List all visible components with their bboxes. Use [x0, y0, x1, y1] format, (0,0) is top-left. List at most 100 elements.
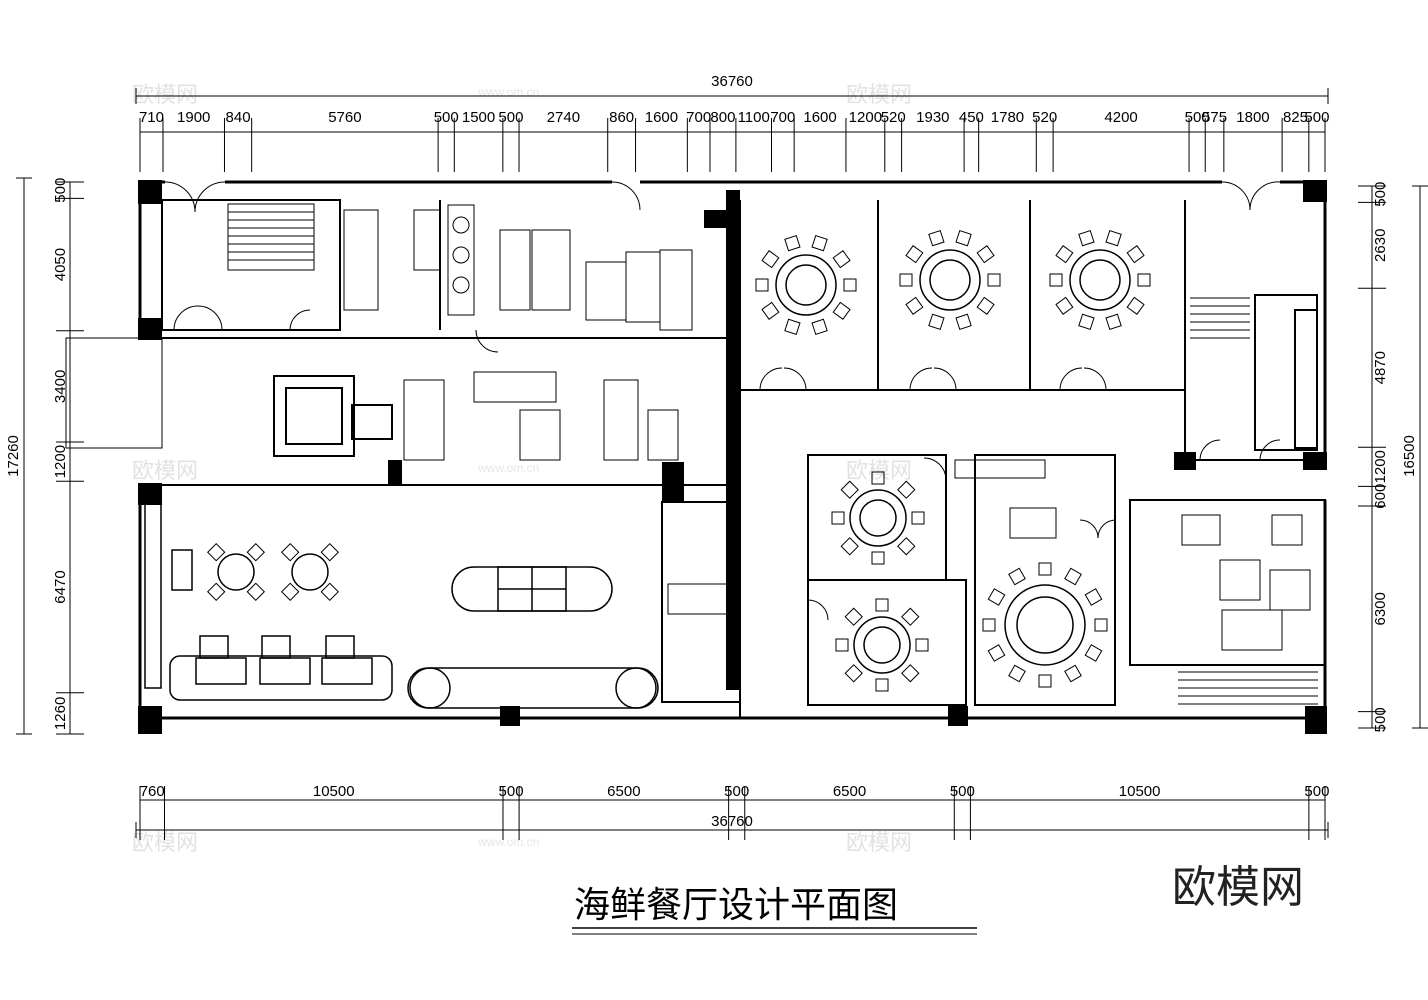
- dimension-segment-label: 500: [1304, 783, 1329, 800]
- chair: [1055, 245, 1074, 264]
- chair: [1094, 618, 1108, 632]
- chair: [843, 278, 857, 292]
- chair: [1126, 296, 1145, 315]
- chair: [976, 245, 995, 264]
- dimension-segment-label: 5760: [328, 109, 361, 126]
- chair: [1008, 567, 1026, 586]
- chair: [911, 511, 925, 525]
- chair: [1038, 562, 1052, 576]
- watermark-url: www.om.cn: [477, 461, 539, 475]
- chairs: [207, 229, 1151, 692]
- dimension-segment-label: 1260: [52, 697, 69, 730]
- dimension-segment-label: 1900: [177, 109, 210, 126]
- chair: [784, 234, 801, 252]
- dimension-segment-label: 520: [1032, 109, 1057, 126]
- chair: [1105, 313, 1122, 331]
- dimension-total-label: 16500: [1401, 435, 1418, 477]
- dimension-segment-label: 500: [434, 109, 459, 126]
- dimension-segment-label: 1600: [803, 109, 836, 126]
- dimension-segment-label: 6500: [607, 783, 640, 800]
- dimension-segment-label: 710: [139, 109, 164, 126]
- dimension-segment-label: 500: [499, 783, 524, 800]
- chair: [1137, 273, 1151, 287]
- dimension-segment-label: 4870: [1372, 351, 1389, 384]
- dimension-segment-label: 600: [1372, 484, 1389, 509]
- chair: [761, 250, 780, 269]
- dimension-segment-label: 2740: [547, 109, 580, 126]
- dimension-segment-label: 700: [770, 109, 795, 126]
- dimension-total-label: 17260: [5, 435, 22, 477]
- chair: [955, 229, 972, 247]
- chair: [897, 537, 916, 556]
- chair: [1084, 588, 1103, 606]
- chair: [1064, 664, 1082, 683]
- dimension-segment-label: 500: [1372, 182, 1389, 207]
- chair: [875, 678, 889, 692]
- chair: [1078, 313, 1095, 331]
- chair: [832, 250, 851, 269]
- chair: [1038, 674, 1052, 688]
- chair: [1055, 296, 1074, 315]
- chair: [955, 313, 972, 331]
- chair: [840, 537, 859, 556]
- chair: [987, 588, 1006, 606]
- chair: [915, 638, 929, 652]
- chair: [1064, 567, 1082, 586]
- chair: [835, 638, 849, 652]
- dimension-segment-label: 500: [498, 109, 523, 126]
- watermark-url: www.om.cn: [477, 85, 539, 99]
- round-tables: [217, 249, 1131, 674]
- dimension-lines: [16, 88, 1428, 840]
- dimension-total-label: 36760: [711, 73, 753, 90]
- chair: [207, 543, 226, 562]
- dimension-segment-label: 1200: [1372, 450, 1389, 483]
- dimension-segment-label: 1930: [916, 109, 949, 126]
- dimension-segment-label: 3400: [52, 370, 69, 403]
- chair: [844, 607, 863, 626]
- watermark-logo: 欧模网: [1172, 862, 1304, 913]
- dimension-segment-label: 520: [881, 109, 906, 126]
- dimension-segment-label: 500: [724, 783, 749, 800]
- chair: [1126, 245, 1145, 264]
- watermark-faint: 欧模网: [132, 831, 198, 856]
- dimension-segment-label: 700: [686, 109, 711, 126]
- dimension-segment-label: 10500: [313, 783, 355, 800]
- watermark-faint: 欧模网: [846, 831, 912, 856]
- chair: [281, 582, 300, 601]
- chair: [905, 296, 924, 315]
- chair: [875, 598, 889, 612]
- chair: [207, 582, 226, 601]
- chair: [784, 318, 801, 336]
- watermark-faint: 欧模网: [132, 459, 198, 484]
- dimension-segment-label: 840: [226, 109, 251, 126]
- dimension-segment-label: 575: [1202, 109, 1227, 126]
- chair: [987, 644, 1006, 662]
- background-watermarks: 欧模网 欧模网 欧模网 欧模网 欧模网 欧模网 www.om.cn www.om…: [132, 83, 912, 856]
- chair: [755, 278, 769, 292]
- stairs: [227, 203, 1318, 705]
- chair: [831, 511, 845, 525]
- chair: [832, 301, 851, 320]
- dimension-segment-label: 10500: [1119, 783, 1161, 800]
- chair: [811, 234, 828, 252]
- lounge-furniture: [144, 491, 659, 709]
- entrance-vestibule: [65, 337, 163, 449]
- dimension-segment-label: 6470: [52, 570, 69, 603]
- chair: [1078, 229, 1095, 247]
- chair: [871, 551, 885, 565]
- chair: [987, 273, 1001, 287]
- dimension-segment-label: 500: [1185, 109, 1210, 126]
- chair: [1049, 273, 1063, 287]
- dimension-segment-label: 450: [959, 109, 984, 126]
- dimension-segment-label: 6500: [833, 783, 866, 800]
- drawing-title: 海鲜餐厅设计平面图: [574, 885, 898, 926]
- chair: [840, 480, 859, 499]
- chair: [905, 245, 924, 264]
- door-swings: [164, 181, 1281, 621]
- dimension-segment-label: 6300: [1372, 592, 1389, 625]
- kitchen-equipment: [343, 204, 1311, 651]
- chair: [281, 543, 300, 562]
- building-plan: [65, 180, 1327, 734]
